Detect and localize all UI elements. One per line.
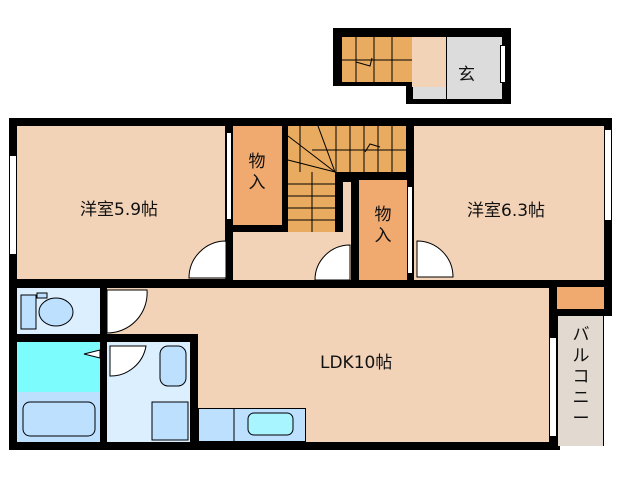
wall-bath-wash <box>100 288 107 442</box>
closet-1-door <box>226 132 232 220</box>
stairs <box>288 126 406 172</box>
western-room-1 <box>17 126 225 279</box>
western-room-2-label: 洋室6.3帖 <box>467 201 546 221</box>
ldk-label: LDK10帖 <box>320 353 393 373</box>
entrance-door-opening <box>500 45 506 83</box>
bathroom <box>17 342 100 392</box>
balcony-window <box>549 338 557 436</box>
window-left <box>9 156 17 254</box>
closet-2 <box>359 180 407 280</box>
entrance-notch <box>330 86 406 108</box>
entrance-label: 玄 <box>458 65 475 85</box>
western-room-1-label: 洋室5.9帖 <box>80 200 159 220</box>
western-room-2 <box>414 126 604 280</box>
closet-2-label: 物入 <box>374 205 392 246</box>
hall-upper <box>343 182 351 232</box>
washroom-wall <box>190 335 198 442</box>
closet-1 <box>233 126 282 225</box>
entrance-genkan <box>446 37 502 99</box>
entrance-step <box>413 87 446 99</box>
closet-2-door <box>407 186 413 274</box>
entrance-landing <box>412 37 446 87</box>
window-right <box>604 130 612 220</box>
wall-toilet-bath <box>17 334 198 342</box>
balcony-label: バルコニー <box>572 325 590 429</box>
closet-3 <box>557 287 604 309</box>
balcony <box>558 316 604 446</box>
closet-1-label: 物入 <box>248 152 266 193</box>
